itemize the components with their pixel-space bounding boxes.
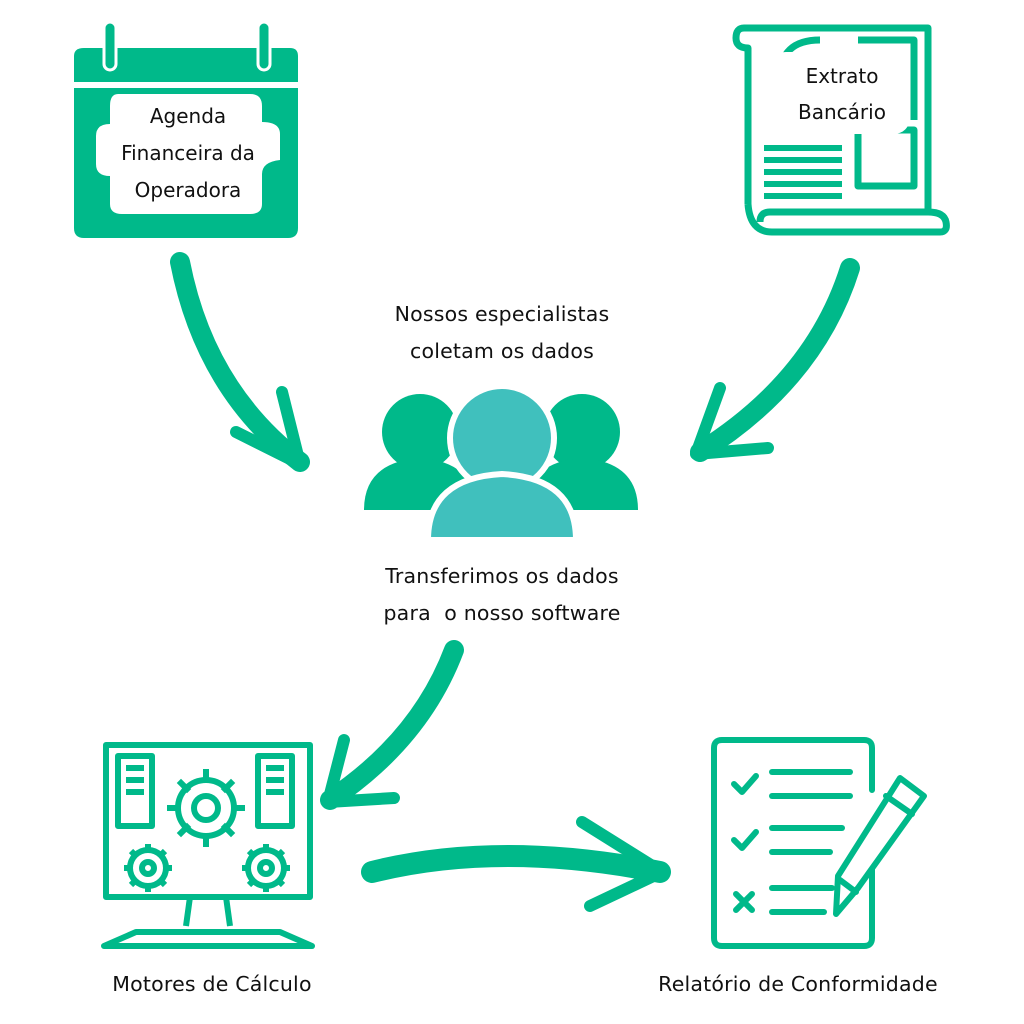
- specialists-caption-bottom: Transferimos os dados para o nosso softw…: [330, 558, 674, 632]
- gear-small-right: [242, 844, 290, 892]
- arrow-engines-to-report: [361, 816, 671, 912]
- specialists-caption-top: Nossos especialistas coletam os dados: [330, 296, 674, 370]
- people-group-icon: [364, 383, 638, 543]
- agenda-label-line-3: Operadora: [134, 178, 242, 202]
- caption-bottom-line-1: Transferimos os dados: [385, 564, 619, 588]
- caption-bottom-line-2: para o nosso software: [383, 601, 621, 625]
- pencil: [833, 775, 927, 917]
- statement-label-line-2: Bancário: [798, 100, 886, 124]
- agenda-label-line-1: Agenda: [149, 104, 227, 128]
- computer-gears-icon: [101, 742, 315, 949]
- gear-large: [167, 769, 245, 847]
- caption-top-line-2: coletam os dados: [410, 339, 594, 363]
- arrow-specialists-to-engines: [320, 640, 464, 810]
- statement-label: Extrato Bancário: [774, 58, 910, 130]
- gear-small-left: [124, 844, 172, 892]
- caption-top-line-1: Nossos especialistas: [394, 302, 610, 326]
- agenda-label: Agenda Financeira da Operadora: [98, 98, 278, 209]
- arrow-statement-to-specialists: [690, 258, 860, 462]
- checklist-pencil-icon: [711, 737, 927, 949]
- agenda-label-line-2: Financeira da: [121, 141, 255, 165]
- arrow-agenda-to-specialists: [170, 252, 310, 472]
- calendar-icon: [74, 20, 298, 238]
- report-label: Relatório de Conformidade: [658, 972, 938, 996]
- document-scroll-icon: [732, 24, 950, 236]
- engines-label: Motores de Cálculo: [112, 972, 312, 996]
- statement-label-line-1: Extrato: [805, 64, 879, 88]
